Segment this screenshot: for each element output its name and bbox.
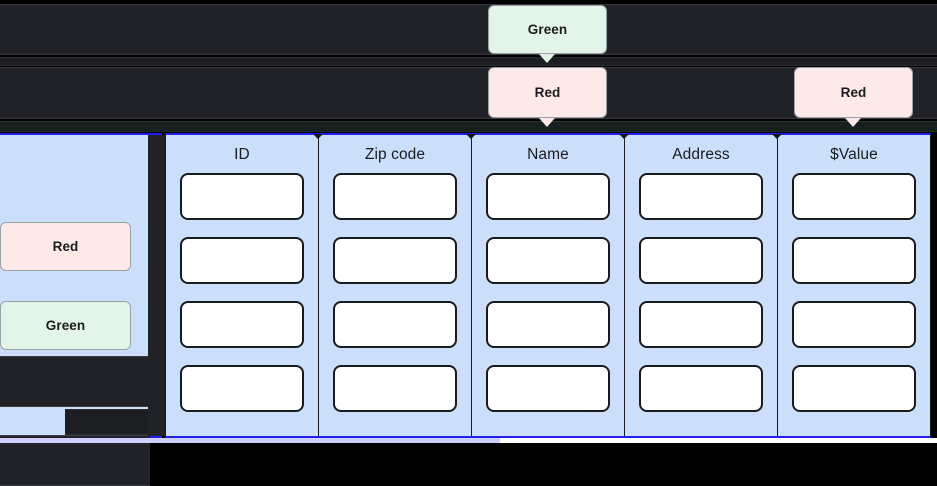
column-separator-arrow-icon [466, 134, 476, 139]
sidebar-panel [0, 133, 162, 486]
table-cell[interactable] [486, 173, 610, 220]
table-cell[interactable] [486, 301, 610, 348]
table-cell[interactable] [333, 301, 457, 348]
sidebar-dark-row-1 [0, 356, 150, 407]
table-column-address: Address [625, 134, 782, 436]
annotation-tooltip-red-sidebar[interactable]: Red [0, 222, 131, 271]
table-cell[interactable] [333, 173, 457, 220]
column-separator-arrow-icon [313, 134, 323, 139]
table-cell[interactable] [486, 237, 610, 284]
bottom-edge-strip [0, 438, 937, 443]
column-header-address: Address [672, 146, 730, 163]
tooltip-arrow-down-icon [539, 118, 555, 127]
table-cell[interactable] [180, 237, 304, 284]
table-cell[interactable] [486, 365, 610, 412]
dark-row-separator [0, 57, 937, 66]
dark-row-top [0, 4, 937, 55]
column-separator-arrow-icon [772, 134, 782, 139]
column-separator-arrow-icon [619, 134, 629, 139]
table-column-id: ID [166, 134, 323, 436]
table-panel: ID Zip code Name Address $Value [165, 133, 931, 438]
bottom-edge-strip-right [500, 438, 937, 443]
table-column-name: Name [472, 134, 629, 436]
table-cell[interactable] [639, 365, 763, 412]
table-cell[interactable] [180, 173, 304, 220]
table-column-value: $Value [778, 135, 930, 436]
annotation-tooltip-green-sidebar[interactable]: Green [0, 301, 131, 350]
annotation-tooltip-green-top[interactable]: Green [488, 5, 607, 54]
column-header-name: Name [527, 146, 569, 163]
table-cell[interactable] [792, 173, 916, 220]
dark-row-bottom [0, 121, 937, 132]
table-column-zip-code: Zip code [319, 134, 476, 436]
column-header-value: $Value [830, 146, 878, 163]
sidebar-dark-row-gap [65, 409, 150, 435]
table-cell[interactable] [639, 237, 763, 284]
table-cell[interactable] [792, 237, 916, 284]
dark-row-middle [0, 67, 937, 119]
column-header-zip-code: Zip code [364, 146, 426, 163]
annotation-tooltip-red-value[interactable]: Red [794, 67, 913, 118]
table-cell[interactable] [792, 365, 916, 412]
column-header-id: ID [234, 146, 250, 163]
table-cell[interactable] [180, 301, 304, 348]
table-cell[interactable] [180, 365, 304, 412]
table-cell[interactable] [333, 365, 457, 412]
tooltip-arrow-down-icon [539, 54, 555, 63]
table-cell[interactable] [792, 301, 916, 348]
annotation-tooltip-red-top[interactable]: Red [488, 67, 607, 118]
sidebar-scroll-strip[interactable] [148, 135, 165, 436]
tooltip-arrow-down-icon [845, 118, 861, 127]
table-cell[interactable] [639, 301, 763, 348]
table-cell[interactable] [639, 173, 763, 220]
table-cell[interactable] [333, 237, 457, 284]
dark-background-region [0, 0, 937, 133]
